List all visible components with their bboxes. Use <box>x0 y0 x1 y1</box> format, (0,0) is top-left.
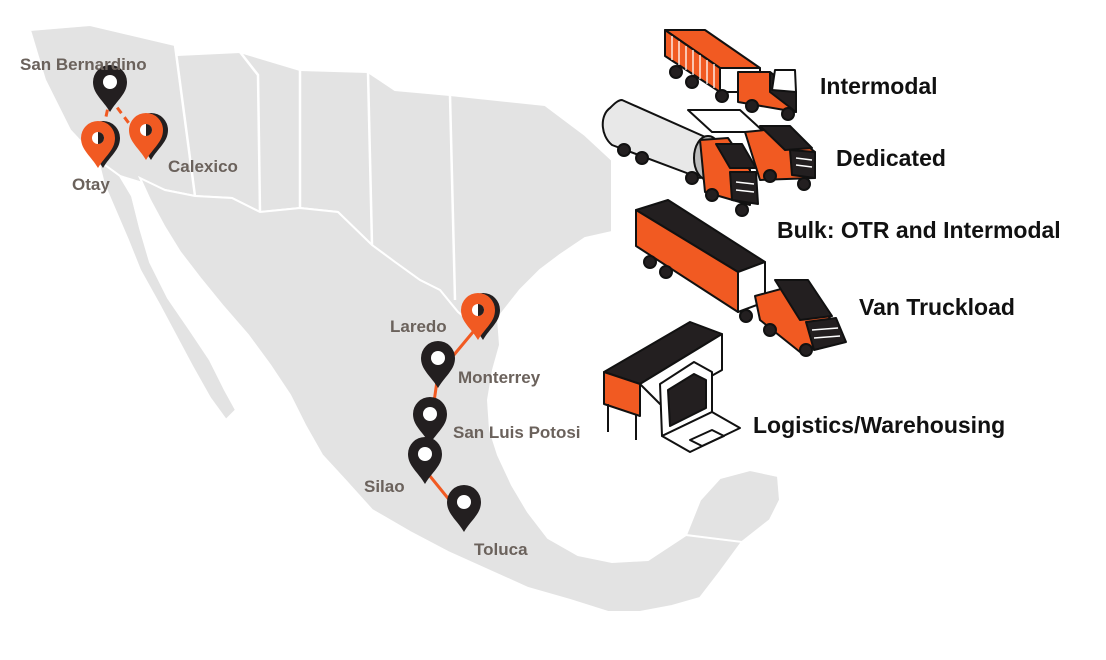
city-label-silao: Silao <box>364 477 405 496</box>
pin-otay <box>81 121 120 168</box>
city-label-calexico: Calexico <box>168 157 238 176</box>
pin-san-bernardino <box>93 65 127 112</box>
city-label-otay: Otay <box>72 175 110 194</box>
pin-silao <box>408 437 442 484</box>
service-label-bulk: Bulk: OTR and Intermodal <box>777 217 1061 243</box>
city-labels: San Bernardino Otay Calexico Laredo Mont… <box>20 55 581 559</box>
service-label-logistics: Logistics/Warehousing <box>753 412 1005 438</box>
pin-laredo <box>461 293 500 340</box>
city-label-san-bernardino: San Bernardino <box>20 55 147 74</box>
pin-toluca <box>447 485 481 532</box>
city-label-monterrey: Monterrey <box>458 368 541 387</box>
tanker-truck-icon <box>601 99 759 217</box>
yucatan <box>684 468 782 544</box>
service-label-intermodal: Intermodal <box>820 73 938 99</box>
baja-peninsula <box>96 157 238 422</box>
city-pins <box>81 65 500 532</box>
state-borders <box>173 44 457 301</box>
pin-calexico <box>129 113 168 160</box>
city-label-toluca: Toluca <box>474 540 528 559</box>
service-labels: Intermodal Dedicated Bulk: OTR and Inter… <box>753 73 1061 438</box>
city-label-san-luis-potosi: San Luis Potosi <box>453 423 581 442</box>
pin-monterrey <box>421 341 455 388</box>
intermodal-truck-icon <box>664 29 797 121</box>
van-truck-icon <box>635 199 847 357</box>
service-label-dedicated: Dedicated <box>836 145 946 171</box>
land-layer <box>28 23 782 613</box>
pin-san-luis-potosi <box>413 397 447 444</box>
dedicated-truck-icon <box>687 109 816 191</box>
warehouse-laptop-icon <box>603 321 741 453</box>
service-label-van-truckload: Van Truckload <box>859 294 1015 320</box>
city-label-laredo: Laredo <box>390 317 447 336</box>
